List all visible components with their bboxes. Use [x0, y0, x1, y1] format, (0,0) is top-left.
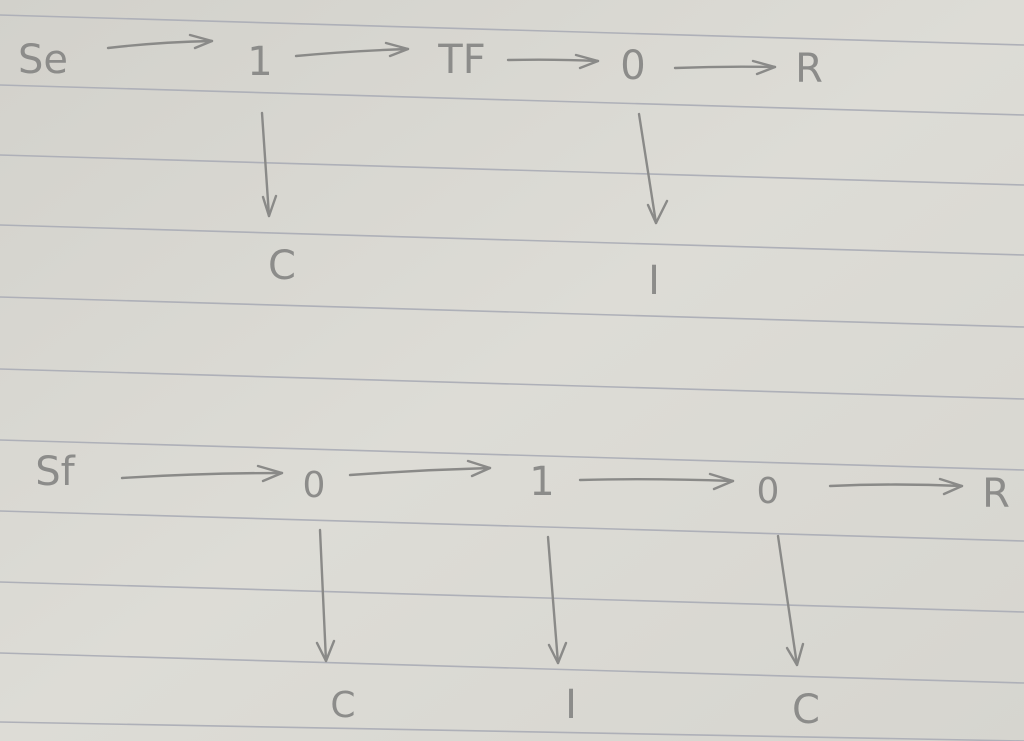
arrow-zero-1-to-c: [315, 528, 336, 663]
node-inertia: I: [648, 258, 660, 304]
node-resistor: R: [982, 471, 1010, 517]
arrow-zero-2-to-c: [776, 534, 805, 667]
node-one-junction: 1: [529, 459, 554, 505]
arrow-zero-2-to-r: [828, 477, 964, 496]
ruled-lines: [0, 14, 1024, 741]
node-capacitor: C: [268, 243, 296, 289]
node-inertia: I: [565, 682, 577, 728]
arrow-one-to-zero-2: [578, 472, 735, 491]
node-one-junction: 1: [247, 39, 272, 85]
node-zero-junction: 0: [620, 43, 645, 89]
arrow-one-to-tf: [294, 41, 410, 58]
arrow-zero-1-to-one: [348, 459, 492, 478]
arrow-sf-to-zero-1: [120, 464, 284, 483]
node-resistor: R: [795, 46, 823, 92]
arrow-tf-to-zero: [506, 53, 600, 70]
node-transformer: TF: [437, 37, 485, 83]
bond-graph-a: Se 1 TF 0 R C I: [18, 33, 823, 304]
node-se: Se: [18, 37, 68, 83]
bond-graph-b: Sf 0 1 0 R C I C: [35, 449, 1010, 733]
arrow-se-to-one: [106, 33, 214, 50]
arrow-zero-to-r: [673, 59, 777, 76]
node-sf: Sf: [35, 449, 75, 495]
node-capacitor-1: C: [330, 685, 355, 726]
arrow-one-to-i: [546, 535, 568, 665]
arrow-zero-to-i: [637, 112, 669, 225]
node-zero-junction-2: 0: [757, 471, 780, 512]
node-zero-junction-1: 0: [303, 465, 326, 506]
arrow-one-to-c: [260, 111, 278, 218]
node-capacitor-2: C: [792, 687, 820, 733]
